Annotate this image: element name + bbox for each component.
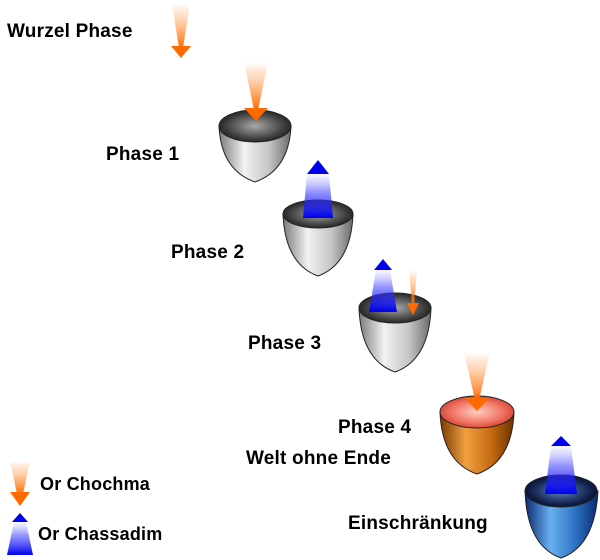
or-chassadim-arrow-phase-2 xyxy=(303,160,333,218)
label-restriction: Einschränkung xyxy=(348,513,488,534)
label-phase-2: Phase 2 xyxy=(171,242,245,263)
label-root-phase: Wurzel Phase xyxy=(7,21,133,42)
vessel-phase-4 xyxy=(439,395,515,475)
legend-or-chochma-label: Or Chochma xyxy=(40,474,151,494)
label-phase-4-subtitle: Welt ohne Ende xyxy=(246,448,391,469)
label-phase-4: Phase 4 xyxy=(338,417,412,438)
label-phase-1: Phase 1 xyxy=(106,144,180,165)
vessel-phase-1 xyxy=(218,109,292,183)
label-phase-3: Phase 3 xyxy=(248,333,322,354)
or-chochma-arrow-phase-4 xyxy=(464,352,490,411)
or-chochma-arrow-root xyxy=(171,4,191,58)
or-chassadim-arrow-restriction xyxy=(545,436,577,494)
or-chochma-arrow-phase-1 xyxy=(244,62,268,121)
legend-or-chassadim-icon xyxy=(7,513,33,555)
or-chassadim-arrow-phase-3 xyxy=(369,259,397,312)
or-chochma-arrow-phase-3 xyxy=(407,270,419,315)
legend-or-chassadim-label: Or Chassadim xyxy=(38,524,163,544)
legend-or-chochma-icon xyxy=(10,461,30,506)
